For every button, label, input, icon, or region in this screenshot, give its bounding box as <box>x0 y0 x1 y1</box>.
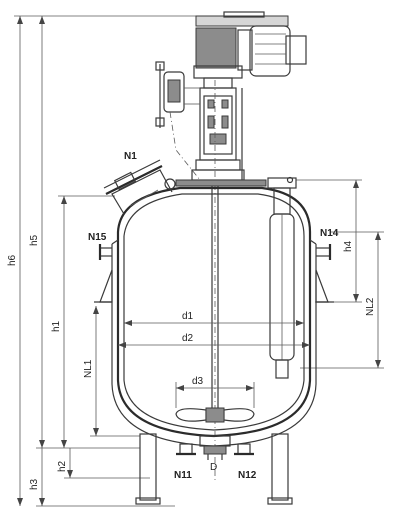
label-NL2: NL2 <box>365 297 376 316</box>
label-d1: d1 <box>182 311 194 322</box>
dimension-d1 <box>124 320 304 326</box>
label-h5: h5 <box>29 234 40 246</box>
dimension-h3 <box>36 448 175 507</box>
leg-left <box>135 433 161 505</box>
dip-pipe <box>267 176 297 379</box>
label-N1: N1 <box>124 151 137 162</box>
dimension-h4 <box>296 179 362 303</box>
label-D: D <box>210 462 217 473</box>
label-d2: d2 <box>182 333 194 344</box>
gear-motor <box>193 11 307 89</box>
label-N14: N14 <box>320 228 339 239</box>
label-h4: h4 <box>343 240 354 252</box>
nozzle-N14 <box>316 244 332 260</box>
dimension-d3 <box>175 382 255 408</box>
seal-pot <box>155 61 201 181</box>
dimension-h1 <box>36 195 140 449</box>
label-N12: N12 <box>238 470 257 481</box>
support-lug-right <box>315 269 334 303</box>
label-d3: d3 <box>192 376 204 387</box>
dimension-NL2 <box>300 231 384 369</box>
label-h2: h2 <box>57 460 68 472</box>
impeller <box>175 407 255 423</box>
nozzle-N15 <box>98 244 112 260</box>
dimension-h5 <box>39 16 45 448</box>
support-lug-left <box>94 269 113 303</box>
vessel-shell <box>116 232 312 438</box>
bottom-outlet-D <box>199 435 231 460</box>
label-N15: N15 <box>88 232 107 243</box>
label-h1: h1 <box>51 320 62 332</box>
dimension-NL1 <box>90 306 140 437</box>
leg-right <box>267 433 293 505</box>
label-N11: N11 <box>174 470 192 481</box>
label-h3: h3 <box>29 478 40 490</box>
nozzle-N12 <box>234 443 254 456</box>
mechanical-seal <box>191 87 245 181</box>
dimension-d2 <box>118 342 310 348</box>
dimension-h2 <box>64 448 150 479</box>
label-h6: h6 <box>7 254 18 266</box>
nozzle-N11 <box>176 443 196 456</box>
nozzle-N1 <box>103 159 176 215</box>
vessel-top-head <box>116 179 312 237</box>
label-NL1: NL1 <box>83 359 94 378</box>
agitator-shaft <box>211 80 219 480</box>
dimension-h6 <box>14 15 200 506</box>
